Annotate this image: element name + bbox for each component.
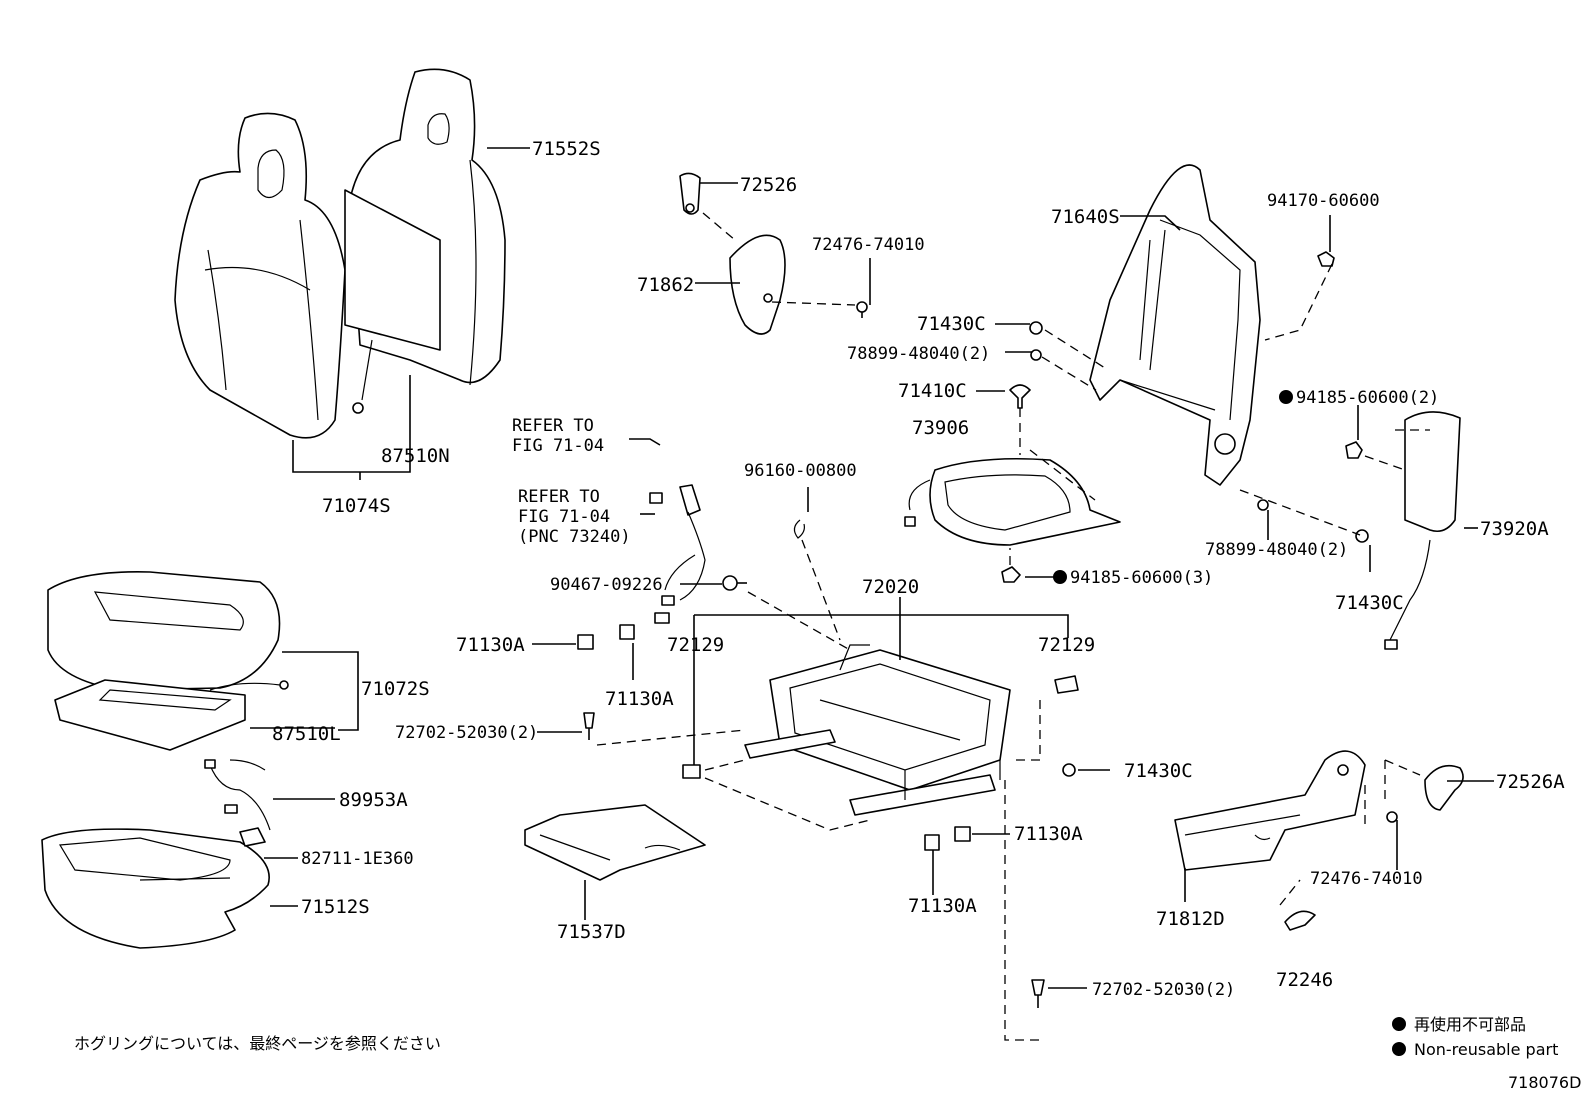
label-71862: 71862 (637, 274, 694, 296)
legend-en: Non-reusable part (1414, 1040, 1558, 1059)
refer-1-line2: FIG 71-04 (512, 436, 604, 456)
diagram-id: 718076D (1508, 1073, 1581, 1092)
footer: ホグリングについては、最終ページを参照ください 再使用不可部品 Non-reus… (74, 1015, 1581, 1092)
label-72129-left: 72129 (667, 634, 724, 656)
label-94185-60600-2: 94185-60600(2) (1296, 388, 1439, 408)
lever-72526A (1424, 764, 1464, 811)
fastener-72476-top (856, 301, 868, 318)
label-71512S: 71512S (301, 896, 370, 918)
lever-72526 (679, 172, 701, 215)
cover-71862 (729, 234, 786, 335)
label-71430C-right: 71430C (1335, 592, 1404, 614)
fastener-71430C-right (1355, 529, 1369, 543)
under-cover (524, 804, 706, 881)
label-72476-74010-top: 72476-74010 (812, 235, 925, 255)
fastener-78899-bot (1257, 499, 1269, 511)
label-71074S: 71074S (322, 495, 391, 517)
fastener-72476-bot (1386, 811, 1398, 823)
label-71552S: 71552S (532, 138, 601, 160)
seatback-cover-rear (344, 68, 506, 414)
label-73920A: 73920A (1480, 518, 1549, 540)
seat-track-adjuster (744, 644, 1011, 816)
label-82711-1E360: 82711-1E360 (301, 849, 414, 869)
label-89953A: 89953A (339, 789, 408, 811)
label-71130A-a: 71130A (456, 634, 525, 656)
assembly-dashed-lines (596, 212, 1430, 1041)
refer-2-line2: FIG 71-04 (518, 507, 610, 527)
label-71130A-b: 71130A (605, 688, 674, 710)
label-78899-48040-bot: 78899-48040(2) (1205, 540, 1348, 560)
label-72129-right: 72129 (1038, 634, 1095, 656)
side-shield (1174, 750, 1366, 871)
clip-71130A-d (924, 834, 940, 851)
label-72526A: 72526A (1496, 771, 1565, 793)
cushion-pan (904, 457, 1121, 546)
non-reusable-dot-94185-3 (1053, 570, 1067, 584)
side-airbag (1384, 411, 1461, 650)
fastener-71430C-mid (1062, 763, 1076, 777)
clip-71130A-c (954, 826, 971, 842)
label-71430C-top: 71430C (917, 313, 986, 335)
clip-71130A-a (577, 634, 594, 650)
label-87510L: 87510L (272, 723, 341, 745)
refer-2-line3: (PNC 73240) (518, 527, 631, 547)
refer-1-line1: REFER TO (512, 416, 594, 436)
label-71072S: 71072S (361, 678, 430, 700)
label-72702-52030-bot: 72702-52030(2) (1092, 980, 1235, 1000)
label-90467-09226: 90467-09226 (550, 575, 663, 595)
label-71410C: 71410C (898, 380, 967, 402)
label-72702-52030-left: 72702-52030(2) (395, 723, 538, 743)
fastener-71430C-top (1029, 321, 1043, 335)
seatback-frame (1089, 164, 1261, 486)
fastener-78899-top (1030, 349, 1042, 361)
label-71537D: 71537D (557, 921, 626, 943)
label-94170-60600: 94170-60600 (1267, 191, 1380, 211)
label-71130A-c: 71130A (1014, 823, 1083, 845)
seat-cushion-cover (47, 571, 289, 751)
label-71430C-mid: 71430C (1124, 760, 1193, 782)
legend-jp: 再使用不可部品 (1414, 1015, 1526, 1034)
clip-72129-right (1054, 675, 1079, 694)
label-71640S: 71640S (1051, 206, 1120, 228)
belt-harness (649, 484, 706, 624)
label-73906: 73906 (912, 417, 969, 439)
label-72246: 72246 (1276, 969, 1333, 991)
label-78899-48040-top: 78899-48040(2) (847, 344, 990, 364)
label-94185-60600-3: 94185-60600(3) (1070, 568, 1213, 588)
bolt-72702-bot (1031, 979, 1045, 1008)
refer-2-line1: REFER TO (518, 487, 600, 507)
label-96160-00800: 96160-00800 (744, 461, 857, 481)
clip-72129-left (682, 764, 701, 779)
label-87510N: 87510N (381, 445, 450, 467)
leader-lines (250, 147, 1494, 989)
legend-dot-en (1392, 1042, 1406, 1056)
bolt-90467 (722, 575, 747, 591)
bolt-72702-left (583, 712, 595, 740)
seat-cushion-pad (41, 828, 270, 949)
clip-96160 (793, 519, 805, 539)
clip-71130A-b (619, 624, 635, 640)
label-71130A-d: 71130A (908, 895, 977, 917)
legend-dot-jp (1392, 1017, 1406, 1031)
seatback-cover-front (174, 112, 346, 439)
fastener-71410C (1009, 384, 1031, 409)
fastener-94170 (1317, 251, 1335, 267)
label-72020: 72020 (862, 576, 919, 598)
part-labels: 71552S 87510N 71074S 72526 72476-74010 7… (272, 138, 1565, 1000)
wire-harness-89953A (204, 759, 271, 847)
lever-72246 (1284, 910, 1316, 931)
hog-ring-note: ホグリングについては、最終ページを参照ください (74, 1034, 441, 1053)
label-72476-74010-bot: 72476-74010 (1310, 869, 1423, 889)
label-71812D: 71812D (1156, 908, 1225, 930)
label-72526: 72526 (740, 174, 797, 196)
non-reusable-dot-94185-2 (1279, 390, 1293, 404)
fastener-94185-3 (1001, 566, 1021, 583)
fastener-94185-2 (1345, 441, 1363, 459)
